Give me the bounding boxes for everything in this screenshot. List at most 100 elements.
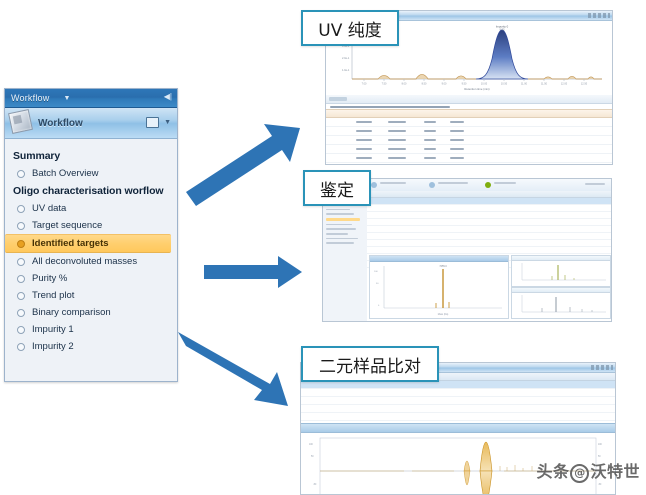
section-heading-oligo: Oligo characterisation worflow xyxy=(13,185,164,197)
svg-text:50: 50 xyxy=(598,456,601,458)
callout-binary-label: 二元样品比对 xyxy=(319,356,421,377)
table-row[interactable] xyxy=(326,163,612,164)
sidebar-item-label: All deconvoluted masses xyxy=(32,256,138,267)
svg-text:50: 50 xyxy=(376,283,379,285)
svg-text:100: 100 xyxy=(374,271,378,273)
sidebar-item-impurity-2[interactable]: Impurity 2 xyxy=(5,338,177,355)
sidebar-item-impurity-1[interactable]: Impurity 1 xyxy=(5,321,177,338)
binary-chart-titlebar xyxy=(301,423,615,433)
table-row[interactable] xyxy=(326,154,612,163)
uv-table-header xyxy=(326,108,612,118)
sidebar-item-trend-plot[interactable]: Trend plot xyxy=(5,287,177,304)
table-row[interactable] xyxy=(301,381,615,389)
binary-window-titlebar xyxy=(301,363,615,373)
sidebar-item-label: Binary comparison xyxy=(32,307,111,318)
table-row[interactable] xyxy=(301,413,615,421)
table-row[interactable] xyxy=(367,226,611,233)
at-icon: @ xyxy=(570,464,590,483)
svg-text:100: 100 xyxy=(598,444,603,446)
table-header xyxy=(301,373,615,381)
collapse-icon[interactable]: ◀| xyxy=(163,92,172,101)
table-row[interactable] xyxy=(326,145,612,154)
callout-identification-label: 鉴定 xyxy=(320,180,354,201)
chevron-down-icon[interactable]: ▼ xyxy=(63,94,71,102)
sidebar-item-label: UV data xyxy=(32,203,67,214)
chevron-down-icon[interactable]: ▼ xyxy=(164,119,171,126)
table-row[interactable] xyxy=(367,205,611,212)
uv-chromatogram-svg: 4.0e-13.0e-1 2.0e-11.0e-1 Impurity 0 9.9… xyxy=(342,25,602,91)
table-row[interactable] xyxy=(326,136,612,145)
window-controls-icon[interactable] xyxy=(588,12,610,18)
radio-icon xyxy=(17,325,25,334)
callout-uv-purity: UV 纯度 xyxy=(301,10,399,46)
svg-text:8.50: 8.50 xyxy=(422,83,427,86)
table-row[interactable] xyxy=(301,389,615,397)
svg-text:7.00: 7.00 xyxy=(362,83,367,86)
workflow-subheader[interactable]: Workflow ▼ xyxy=(5,108,177,139)
sidebar-item-all-deconvoluted-masses[interactable]: All deconvoluted masses xyxy=(5,253,177,270)
workflow-titlebar[interactable]: Workflow ▼ ◀| xyxy=(5,89,177,108)
callout-identification: 鉴定 xyxy=(303,170,371,206)
svg-text:12.50: 12.50 xyxy=(581,83,588,86)
table-row[interactable] xyxy=(326,127,612,136)
identification-sidebar-selected[interactable] xyxy=(326,217,360,221)
raw-ms-spectrum[interactable] xyxy=(511,255,611,287)
uv-peak-retention: 9.95 xyxy=(499,28,505,32)
table-row[interactable] xyxy=(367,240,611,247)
toolbar-step-icon[interactable] xyxy=(429,182,435,188)
table-row[interactable] xyxy=(367,212,611,219)
table-row[interactable] xyxy=(367,219,611,226)
identification-results-grid[interactable] xyxy=(367,191,611,268)
table-row[interactable] xyxy=(367,247,611,254)
table-row[interactable] xyxy=(367,198,611,205)
toolbar-step-icon[interactable] xyxy=(371,182,377,188)
radio-icon-selected xyxy=(17,239,25,248)
callout-uv-label: UV 纯度 xyxy=(318,20,382,41)
sidebar-item-label: Impurity 1 xyxy=(32,324,74,335)
radio-icon xyxy=(17,308,25,317)
window-icon[interactable] xyxy=(146,117,159,128)
uv-results-table[interactable] xyxy=(326,104,612,164)
sidebar-item-uv-data[interactable]: UV data xyxy=(5,200,177,217)
svg-text:1.0e-1: 1.0e-1 xyxy=(342,68,350,72)
svg-text:3.0e-1: 3.0e-1 xyxy=(342,44,350,48)
svg-text:50: 50 xyxy=(311,456,314,458)
table-row[interactable] xyxy=(326,118,612,127)
toolbar-report-icon[interactable] xyxy=(485,182,491,188)
sidebar-item-binary-comparison[interactable]: Binary comparison xyxy=(5,304,177,321)
uv-table-toolbar[interactable] xyxy=(326,95,612,104)
sidebar-item-label: Identified targets xyxy=(32,238,109,249)
window-controls-icon[interactable] xyxy=(591,364,613,370)
svg-text:8.00: 8.00 xyxy=(402,83,407,86)
arrow-to-binary xyxy=(178,328,304,408)
component-spectrum[interactable] xyxy=(511,287,611,319)
sidebar-item-batch-overview[interactable]: Batch Overview xyxy=(5,165,177,182)
sidebar-item-identified-targets[interactable]: Identified targets xyxy=(5,234,171,253)
svg-text:7255.0: 7255.0 xyxy=(439,265,447,268)
sidebar-item-label: Impurity 2 xyxy=(32,341,74,352)
uv-window-titlebar xyxy=(326,11,612,21)
table-row[interactable] xyxy=(301,397,615,405)
table-row[interactable] xyxy=(367,233,611,240)
radio-icon xyxy=(17,291,25,300)
svg-text:Mass (Da): Mass (Da) xyxy=(438,314,449,316)
sidebar-item-label: Trend plot xyxy=(32,290,75,301)
radio-icon xyxy=(17,169,25,178)
workflow-icon xyxy=(8,109,33,134)
binary-results-table[interactable] xyxy=(301,373,615,421)
svg-text:11.00: 11.00 xyxy=(521,83,528,86)
uv-peak-label: Impurity 0 xyxy=(496,25,509,29)
callout-binary-comparison: 二元样品比对 xyxy=(301,346,439,382)
sidebar-item-target-sequence[interactable]: Target sequence xyxy=(5,217,177,234)
section-heading-summary: Summary xyxy=(13,150,61,162)
sidebar-item-label: Batch Overview xyxy=(32,168,99,179)
svg-text:10.00: 10.00 xyxy=(481,83,488,86)
workflow-panel[interactable]: Workflow ▼ ◀| Workflow ▼ Summary Batch O… xyxy=(4,88,178,382)
arrow-to-uv xyxy=(186,122,304,208)
sidebar-item-purity-percent[interactable]: Purity % xyxy=(5,270,177,287)
table-row[interactable] xyxy=(301,405,615,413)
